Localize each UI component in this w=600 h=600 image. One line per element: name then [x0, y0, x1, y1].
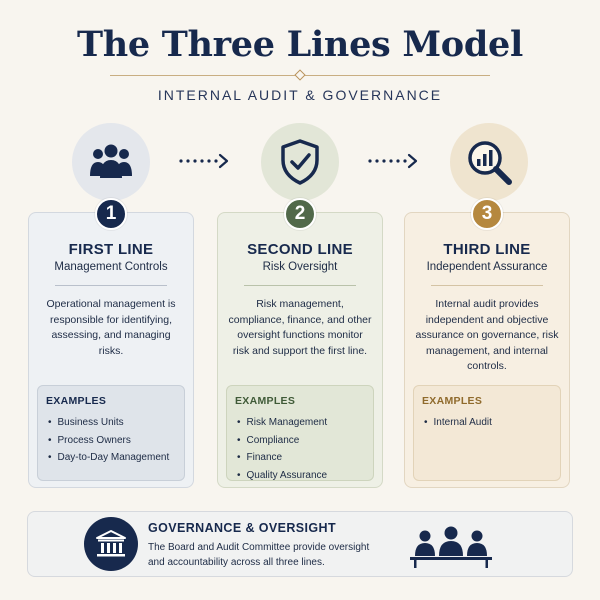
board-members-icon — [410, 526, 492, 568]
card-divider — [244, 285, 356, 286]
card-description: Operational management is responsible fo… — [46, 298, 176, 357]
governance-panel: GOVERNANCE & OVERSIGHT The Board and Aud… — [27, 511, 573, 577]
governance-description: The Board and Audit Committee provide ov… — [148, 542, 370, 568]
card-divider — [55, 285, 167, 286]
page-subtitle: INTERNAL AUDIT & GOVERNANCE — [157, 87, 443, 103]
first-line-card: FIRST LINE Management Controls Operation… — [28, 212, 194, 488]
list-item: Quality Assurance — [237, 467, 328, 485]
examples-box: EXAMPLES Internal Audit — [413, 385, 561, 481]
examples-heading: EXAMPLES — [235, 395, 296, 407]
list-item: Day-to-Day Management — [48, 449, 170, 467]
card-subtitle: Management Controls — [54, 261, 168, 273]
examples-heading: EXAMPLES — [422, 395, 483, 407]
list-item: Internal Audit — [424, 414, 492, 432]
card-description: Internal audit provides independent and … — [415, 298, 559, 372]
institution-icon-circle — [84, 517, 138, 571]
list-item: Process Owners — [48, 432, 169, 450]
card-title: FIRST LINE — [68, 241, 154, 258]
examples-list: Business Units Process Owners Day-to-Day… — [48, 414, 170, 467]
card-title: SECOND LINE — [247, 241, 353, 258]
governance-title: GOVERNANCE & OVERSIGHT — [148, 521, 336, 535]
card-divider — [431, 285, 543, 286]
card-description: Risk management, compliance, finance, an… — [228, 298, 372, 357]
first-line-icon-circle — [72, 123, 150, 201]
third-line-card: THIRD LINE Independent Assurance Interna… — [404, 212, 570, 488]
examples-list: Risk Management Compliance Finance Quali… — [237, 414, 328, 485]
examples-box: EXAMPLES Risk Management Compliance Fina… — [226, 385, 374, 481]
list-item: Risk Management — [237, 414, 328, 432]
third-line-icon-circle — [450, 123, 528, 201]
examples-heading: EXAMPLES — [46, 395, 107, 407]
page-title: The Three Lines Model — [77, 24, 523, 65]
line-number-badge: 1 — [95, 198, 127, 230]
people-group-icon — [90, 144, 132, 178]
divider-diamond-icon — [294, 69, 306, 81]
magnifier-chart-icon — [468, 141, 512, 185]
card-subtitle: Independent Assurance — [426, 261, 548, 273]
dotted-arrow-icon — [179, 153, 229, 169]
shield-check-icon — [281, 139, 319, 185]
second-line-card: SECOND LINE Risk Oversight Risk manageme… — [217, 212, 383, 488]
examples-list: Internal Audit — [424, 414, 492, 432]
examples-box: EXAMPLES Business Units Process Owners D… — [37, 385, 185, 481]
list-item: Compliance — [237, 432, 327, 450]
institution-icon — [96, 530, 126, 557]
card-subtitle: Risk Oversight — [262, 261, 338, 273]
dotted-arrow-icon — [368, 153, 418, 169]
line-number-badge: 2 — [284, 198, 316, 230]
list-item: Business Units — [48, 414, 169, 432]
second-line-icon-circle — [261, 123, 339, 201]
card-title: THIRD LINE — [443, 241, 531, 258]
line-number-badge: 3 — [471, 198, 503, 230]
list-item: Finance — [237, 449, 327, 467]
